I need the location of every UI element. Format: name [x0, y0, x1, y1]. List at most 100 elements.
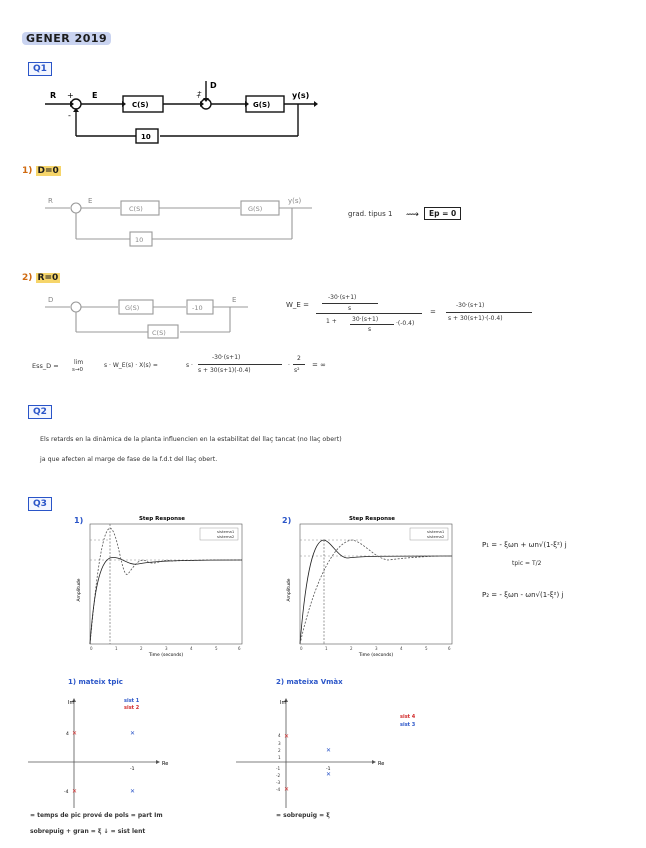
q1-g-block: G(S) — [253, 101, 270, 109]
case2-ess-frac2-den: s² — [294, 367, 300, 374]
plot1-xlabel: Time (seconds) — [148, 652, 184, 658]
case2-w-num2: 30·(s+1) — [352, 316, 379, 323]
pz2-pole-blue-bottom: ✕ — [326, 771, 331, 778]
case1-arrow-icon: ⟿ — [406, 210, 419, 220]
pole-zero-plot-2: Im Re 4 3 2 1 -1 -2 -3 -4 -1 ✕ ✕ ✕ ✕ sis… — [236, 698, 416, 808]
case1-y: y(s) — [288, 197, 302, 205]
pz2-yticks: 4 3 2 1 -1 -2 -3 -4 — [276, 733, 281, 792]
svg-text:3: 3 — [375, 646, 378, 651]
case2-w-num: -30·(s+1) — [328, 294, 357, 301]
case2-ess-sub: s→0 — [72, 367, 83, 373]
case2-w-den-s: s — [348, 305, 352, 312]
case1-block-diagram: R E C(S) G(S) y(s) 10 — [45, 197, 312, 247]
pz2-legend-1: sist 4 — [400, 714, 416, 720]
svg-text:5: 5 — [215, 646, 218, 651]
q1-d: D — [210, 81, 217, 90]
case1-g: G(S) — [248, 205, 262, 213]
case2-ess-frac2-bar — [293, 364, 305, 365]
svg-text:+: + — [196, 93, 201, 100]
svg-text:-1: -1 — [326, 766, 331, 772]
q1-label: Q1 — [28, 62, 52, 76]
svg-text:2: 2 — [140, 646, 143, 651]
case2-e: E — [232, 296, 236, 304]
svg-text:1: 1 — [115, 646, 118, 651]
case2-ess-mid: s · W_E(s) · X(s) = — [104, 362, 158, 369]
svg-text:+: + — [67, 91, 74, 100]
svg-text:-1: -1 — [130, 766, 135, 772]
case2-g: G(S) — [125, 304, 139, 312]
case2-w-tail: ·(-0.4) — [396, 320, 415, 327]
q1-y: y(s) — [292, 91, 309, 100]
svg-text:1: 1 — [278, 755, 281, 760]
tpic-formula: tpic = T/2 — [512, 560, 542, 567]
svg-text:+: + — [197, 90, 202, 97]
case2-ess-lim: lim — [74, 359, 84, 366]
case2-ess-den: s + 30(s+1)(-0.4) — [198, 367, 251, 374]
svg-text:3: 3 — [165, 646, 168, 651]
pz2-re: Re — [378, 761, 384, 767]
case1-f: 10 — [135, 236, 143, 244]
svg-text:6: 6 — [238, 646, 241, 651]
note-tpic: = temps de pic prové de pols = part Im — [30, 812, 163, 819]
pz1-im: Im — [68, 700, 74, 706]
pz2-pole-red-top: ✕ — [284, 733, 289, 740]
pz2-legend-2: sist 3 — [400, 722, 416, 728]
case2-w-rhs-bar — [446, 312, 532, 313]
page-title: GENER 2019 — [22, 32, 112, 45]
case2-heading: 2) R=0 — [22, 273, 61, 283]
case1-note: grad. tipus 1 — [348, 210, 393, 218]
case2-ess-num: -30·(s+1) — [212, 354, 241, 361]
case2-ess-lhs: Ess_D = — [32, 362, 59, 370]
case1-c: C(S) — [129, 205, 143, 213]
svg-text:-4: -4 — [64, 789, 69, 795]
plot1-ylabel: Amplitude — [76, 578, 82, 601]
pz1-pole-red-top: ✕ — [72, 730, 77, 737]
case2-ess-bar — [198, 364, 282, 365]
note-sobrepuig: sobrepuig + gran = ξ ↓ = sist lent — [30, 828, 146, 835]
svg-text:4: 4 — [278, 733, 281, 738]
q1-r: R — [50, 91, 56, 100]
case2-d: D — [48, 296, 53, 304]
q2-label: Q2 — [28, 405, 52, 419]
svg-text:2: 2 — [350, 646, 353, 651]
pz1-legend-1: sist 1 — [124, 698, 140, 704]
pole-p1-formula: P₁ = - ξωn + ωn√(1-ξ²) j — [482, 541, 567, 549]
case2-w-one: 1 + — [326, 318, 337, 325]
q1-block-diagram: R + - E C(S) D + + G(S) y(s) 10 — [45, 81, 318, 144]
svg-text:4: 4 — [400, 646, 403, 651]
svg-text:-: - — [68, 111, 71, 120]
case1-result: Ep = 0 — [424, 207, 462, 220]
pz2-pole-blue-top: ✕ — [326, 747, 331, 754]
step-plot-1: Step Response Amplitude Time (seconds) 0… — [76, 516, 243, 658]
svg-text:6: 6 — [448, 646, 451, 651]
plot2-ylabel: Amplitude — [286, 578, 292, 601]
svg-text:2: 2 — [278, 748, 281, 753]
plot2-title: Step Response — [349, 516, 395, 522]
svg-text:0: 0 — [300, 646, 303, 651]
pz1-heading: 1) mateix tpic — [68, 678, 123, 686]
svg-text:0: 0 — [90, 646, 93, 651]
svg-text:4: 4 — [66, 731, 69, 737]
svg-text:-4: -4 — [276, 787, 281, 792]
q2-line2: ja que afecten al marge de fase de la f.… — [40, 456, 218, 463]
pz1-pole-red-bottom: ✕ — [72, 788, 77, 795]
q1-feedback: 10 — [141, 133, 151, 141]
case2-w-den2: s — [368, 326, 372, 333]
case2-w-rhs-den: s + 30(s+1)·(-0.4) — [448, 315, 503, 322]
plot2-legend-1: sistema1 — [427, 529, 445, 534]
pole-zero-plot-1: Im Re 4 -4 -1 ✕ ✕ ✕ ✕ sist 1 sist 2 — [28, 698, 168, 808]
case2-condition: R=0 — [35, 273, 61, 283]
pz2-im: Im — [280, 700, 286, 706]
svg-text:-1: -1 — [276, 766, 281, 771]
pz1-legend-2: sist 2 — [124, 705, 140, 711]
case2-ess-frac2-num: 2 — [297, 355, 301, 362]
plot1-legend-2: sistema2 — [217, 534, 235, 539]
svg-text:-3: -3 — [276, 780, 281, 785]
pz1-pole-blue-bottom: ✕ — [130, 788, 135, 795]
case2-block-diagram: D G(S) -10 E C(S) — [45, 296, 248, 339]
svg-text:1: 1 — [325, 646, 328, 651]
plot1-xticks: 0 1 2 3 4 5 6 — [90, 646, 241, 651]
pz1-pole-blue-top: ✕ — [130, 730, 135, 737]
plot2-legend-2: sistema2 — [427, 534, 445, 539]
q1-e: E — [92, 91, 97, 100]
